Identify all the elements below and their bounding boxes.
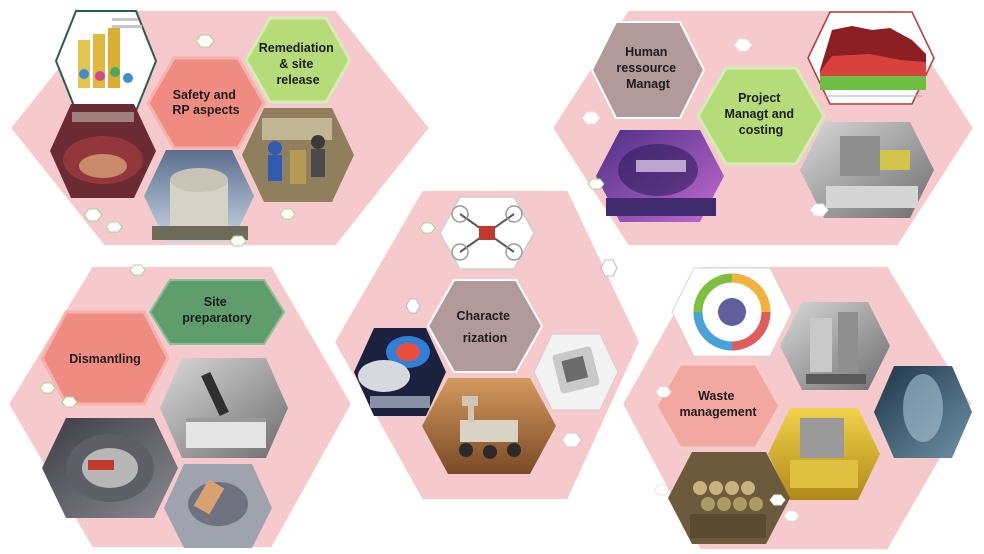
- decor-small-hexagon: [229, 235, 247, 247]
- label-waste-line: Waste: [698, 389, 734, 403]
- photo-hexagon-waste-container: [768, 408, 880, 500]
- photo-hexagon-chart-people: [54, 10, 158, 112]
- label-safety-line: Safety and: [173, 88, 236, 102]
- decor-small-hexagon: [655, 386, 672, 398]
- svg-text:Safety and RP aspects: Safety and RP aspects: [172, 88, 239, 117]
- decor-small-hexagon: [783, 510, 800, 522]
- decor-small-hexagon: [61, 396, 78, 408]
- cluster-dismantling: Site preparatory Dismantling: [6, 264, 354, 549]
- decor-small-hexagon: [561, 432, 582, 448]
- label-remediation-line: release: [276, 73, 319, 87]
- svg-text:Human ressource: Human ressource Managt: [616, 45, 679, 91]
- photo-hexagon-cutting-tool: [164, 464, 272, 548]
- label-waste-line: management: [679, 405, 757, 419]
- photo-hexagon-conference-screen: [596, 130, 724, 222]
- decor-small-hexagon: [83, 208, 103, 222]
- photo-hexagon-scan-device: [354, 328, 446, 416]
- decor-small-hexagon: [653, 484, 670, 496]
- cluster-waste-management: Waste management: [620, 265, 974, 551]
- label-site-prep-line: preparatory: [182, 311, 252, 325]
- photo-hexagon-detector: [533, 333, 619, 411]
- photo-hexagon-auditorium: [50, 104, 156, 198]
- svg-text:Remediation & site: Remediation & site release: [259, 41, 338, 87]
- decor-small-hexagon: [129, 264, 146, 276]
- cluster-safety-remediation: Safety and RP aspects Remediation & site…: [8, 9, 432, 247]
- label-hexagon-human-resource: Human ressource Managt: [590, 21, 706, 119]
- photo-hexagon-workers-plant: [242, 108, 354, 202]
- label-remediation-line: Remediation: [259, 41, 334, 55]
- svg-text:Characte rization: Characte rization: [457, 309, 514, 345]
- cluster-characterization: Characte rization: [332, 189, 642, 501]
- label-hexagon-site-preparatory: Site preparatory: [148, 279, 286, 345]
- photo-hexagon-robot-arm: [160, 358, 288, 458]
- label-characterization-line: rization: [463, 331, 507, 345]
- photo-hexagon-drums-storage: [668, 452, 790, 544]
- label-project-line: costing: [739, 123, 783, 137]
- decor-small-hexagon: [581, 111, 601, 125]
- photo-hexagon-cycle-diagram: [671, 267, 793, 357]
- label-dismantling-line: Dismantling: [69, 352, 141, 366]
- photo-hexagon-drone: [439, 196, 535, 270]
- photo-hexagon-reactor-building: [144, 150, 254, 242]
- label-hexagon-characterization: Characte rization: [426, 279, 544, 373]
- decor-small-hexagon: [279, 208, 296, 220]
- label-human-line: ressource: [616, 61, 676, 75]
- photo-hexagon-glovebox: [42, 418, 178, 518]
- decor-small-hexagon: [419, 222, 436, 234]
- label-site-prep-line: Site: [204, 295, 227, 309]
- decor-small-hexagon: [105, 221, 123, 233]
- label-project-line: Managt and: [725, 107, 794, 121]
- decor-small-hexagon: [769, 494, 786, 506]
- label-project-line: Project: [738, 91, 781, 105]
- label-hexagon-dismantling: Dismantling: [40, 310, 170, 406]
- photo-hexagon-tunnel: [874, 366, 972, 458]
- photo-hexagon-industrial-machine: [800, 122, 934, 218]
- label-hexagon-waste-management: Waste management: [654, 362, 782, 450]
- label-safety-line: RP aspects: [172, 103, 239, 117]
- label-hexagon-project-management: Project Managt and costing: [696, 66, 826, 166]
- photo-hexagon-lab-equipment: [780, 302, 890, 390]
- decor-small-hexagon: [600, 259, 618, 277]
- svg-text:Site preparatory: Site preparatory: [182, 295, 252, 325]
- decor-small-hexagon: [587, 178, 605, 190]
- decor-small-hexagon: [39, 382, 56, 394]
- decor-small-hexagon: [405, 298, 421, 314]
- cluster-management: Human ressource Managt Project Managt an…: [550, 9, 976, 247]
- label-human-line: Human: [625, 45, 667, 59]
- label-hexagon-remediation: Remediation & site release: [244, 16, 352, 104]
- label-hexagon-safety: Safety and RP aspects: [146, 56, 266, 150]
- label-characterization-line: Characte: [457, 309, 511, 323]
- decor-small-hexagon: [809, 203, 829, 217]
- svg-text:Project Managt and: Project Managt and costing: [725, 91, 798, 137]
- photo-hexagon-chart-area: [807, 11, 935, 105]
- decor-small-hexagon: [733, 38, 753, 52]
- decor-small-hexagon: [195, 34, 215, 48]
- label-human-line: Managt: [626, 77, 671, 91]
- label-remediation-line: & site: [279, 57, 313, 71]
- svg-text:Waste management: Waste management: [679, 389, 757, 419]
- photo-hexagon-mars-rover: [422, 378, 556, 474]
- svg-text:Dismantling: Dismantling: [69, 352, 141, 366]
